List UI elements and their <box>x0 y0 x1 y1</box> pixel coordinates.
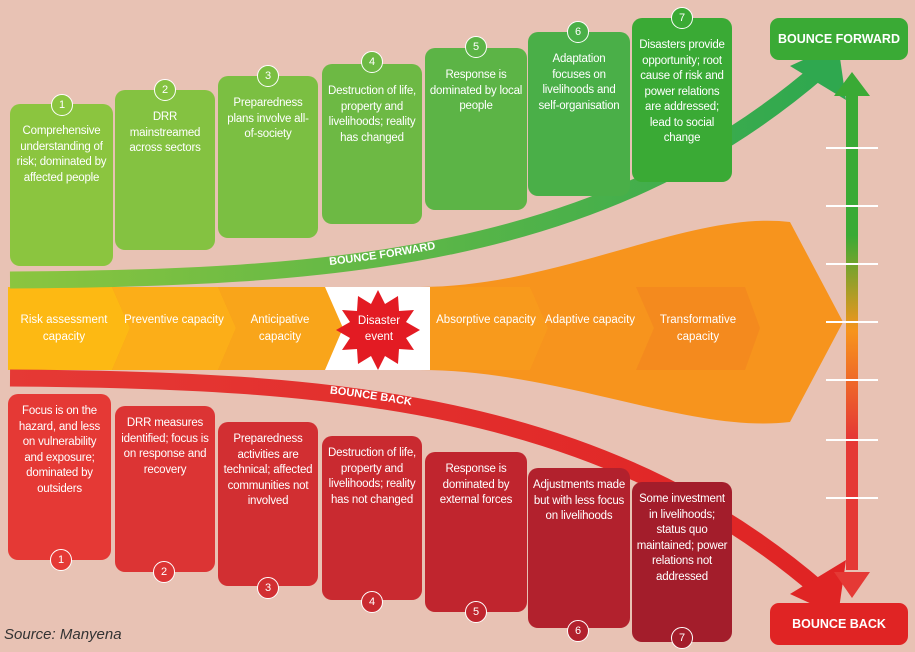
vertical-scale-bar <box>846 92 858 570</box>
capacity-risk-assessment: Risk assessment capacity <box>20 314 108 343</box>
forward-step-5: Response is dominated by local people <box>425 48 527 210</box>
back-badge-4: 4 <box>361 591 383 613</box>
forward-badge-2: 2 <box>154 79 176 101</box>
bounce-back-arrowhead <box>790 560 846 616</box>
forward-badge-1: 1 <box>51 94 73 116</box>
vertical-arrow-down <box>834 572 870 598</box>
forward-badge-6: 6 <box>567 21 589 43</box>
capacity-anticipative: Anticipative capacity <box>250 314 310 343</box>
back-badge-5: 5 <box>465 601 487 623</box>
forward-step-2: DRR mainstreamed across sectors <box>115 90 215 250</box>
forward-badge-4: 4 <box>361 51 383 73</box>
disaster-event-label: Disaster event <box>357 315 401 343</box>
back-badge-1: 1 <box>50 549 72 571</box>
source-caption: Source: Manyena <box>4 626 122 643</box>
chevron-6 <box>530 287 654 370</box>
back-badge-6: 6 <box>567 620 589 642</box>
back-step-1: Focus is on the hazard, and less on vuln… <box>8 394 111 560</box>
back-badge-2: 2 <box>153 561 175 583</box>
disaster-burst <box>336 290 420 370</box>
bounce-back-end-label: BOUNCE BACK <box>770 603 908 645</box>
back-step-4: Destruction of life, property and liveli… <box>322 436 422 600</box>
chevron-5 <box>430 287 548 370</box>
vertical-scale-ticks <box>826 147 878 499</box>
back-step-6: Adjustments made but with less focus on … <box>528 468 630 628</box>
back-badge-7: 7 <box>671 627 693 649</box>
back-badge-3: 3 <box>257 577 279 599</box>
back-step-2: DRR measures identified; focus is on res… <box>115 406 215 572</box>
chevron-7 <box>636 287 760 370</box>
back-step-3: Preparedness activities are technical; a… <box>218 422 318 586</box>
back-step-5: Response is dominated by external forces <box>425 452 527 612</box>
chevron-3 <box>218 287 343 370</box>
chevron-2 <box>112 287 236 370</box>
forward-step-1: Comprehensive understanding of risk; dom… <box>10 104 113 266</box>
back-step-7: Some investment in livelihoods; status q… <box>632 482 732 642</box>
forward-badge-7: 7 <box>671 7 693 29</box>
capacity-absorptive: Absorptive capacity <box>436 314 536 326</box>
chevron-1 <box>8 287 130 370</box>
capacity-adaptive: Adaptive capacity <box>544 314 636 326</box>
forward-step-7: Disasters provide opportunity; root caus… <box>632 18 732 182</box>
forward-step-4: Destruction of life, property and liveli… <box>322 64 422 224</box>
capacity-preventive: Preventive capacity <box>124 314 224 326</box>
forward-badge-5: 5 <box>465 36 487 58</box>
bounce-forward-end-label: BOUNCE FORWARD <box>770 18 908 60</box>
forward-step-6: Adaptation focuses on livelihoods and se… <box>528 32 630 196</box>
forward-step-3: Preparedness plans involve all-of-societ… <box>218 76 318 238</box>
capacity-transformative: Transformative capacity <box>659 314 737 343</box>
forward-badge-3: 3 <box>257 65 279 87</box>
vertical-arrow-up <box>834 72 870 96</box>
